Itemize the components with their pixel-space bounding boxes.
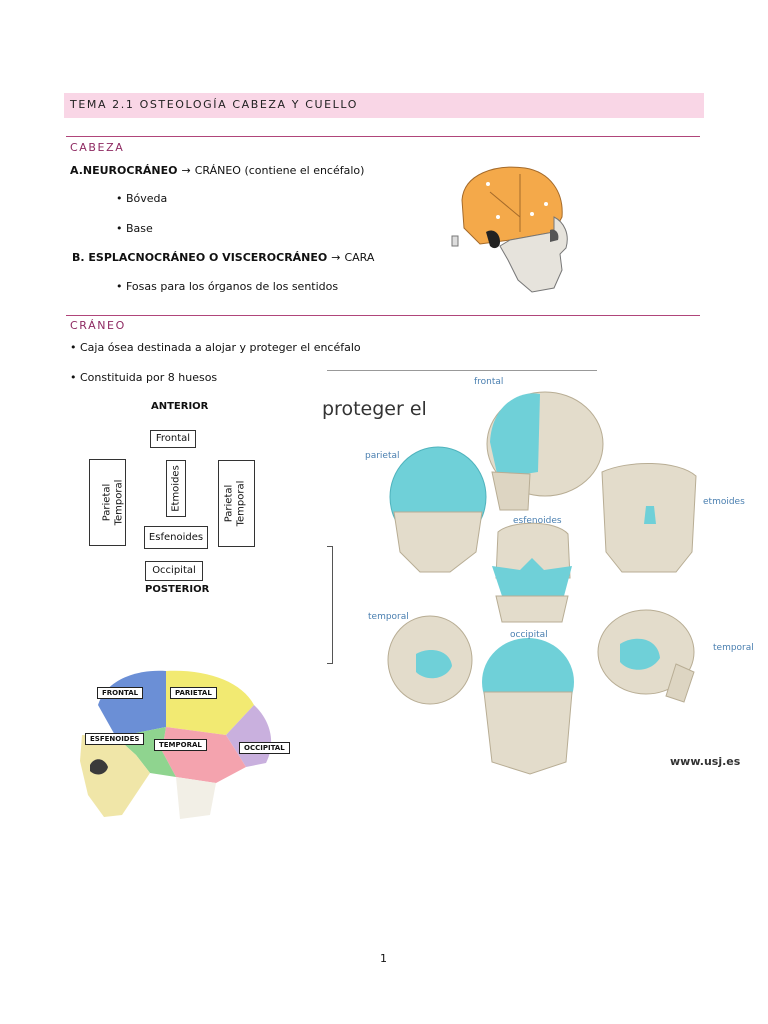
- bullet-base: • Base: [116, 222, 153, 235]
- arrow-icon: →: [331, 251, 341, 264]
- skull-label-temporal: TEMPORAL: [154, 739, 207, 751]
- skull-view-frontal: [486, 391, 604, 511]
- skull-views-collage: [387, 391, 697, 775]
- collage-label-temporal-right: temporal: [713, 643, 754, 653]
- posterior-label: POSTERIOR: [145, 584, 210, 595]
- collage-top-rule: [327, 370, 597, 371]
- collage-label-parietal: parietal: [365, 451, 400, 461]
- anterior-label: ANTERIOR: [151, 401, 209, 412]
- title-bar: [64, 93, 704, 118]
- occipital-box: Occipital: [145, 561, 203, 581]
- esplacnocraneo-desc: CARA: [344, 251, 375, 264]
- section-heading-craneo: CRÁNEO: [70, 319, 126, 332]
- etmoides-box: [166, 460, 186, 517]
- section-divider: [66, 315, 700, 316]
- arrow-icon: →: [181, 164, 191, 177]
- skull-label-parietal: PARIETAL: [170, 687, 217, 699]
- skull-view-esfenoides: [492, 522, 572, 623]
- esplacnocraneo-term: B. ESPLACNOCRÁNEO O VISCEROCRÁNEO: [72, 251, 328, 264]
- neurocraneo-line: A.NEUROCRÁNEO→CRÁNEO (contiene el encéfa…: [70, 164, 364, 177]
- skull-label-esfenoides: ESFENOIDES: [85, 733, 145, 745]
- skull-label-frontal: FRONTAL: [97, 687, 144, 699]
- bullet-caja-osea: • Caja ósea destinada a alojar y protege…: [70, 341, 361, 354]
- collage-watermark: www.usj.es: [670, 755, 741, 768]
- skull-view-occipital: [482, 638, 574, 775]
- collage-label-etmoides: etmoides: [703, 497, 745, 507]
- skull-view-temporal-right: [597, 609, 695, 703]
- frontal-box: Frontal: [150, 430, 196, 448]
- skull-lateral-illustration: [451, 166, 568, 293]
- skull-view-etmoides: [601, 462, 697, 573]
- bullet-fosas: • Fosas para los órganos de los sentidos: [116, 280, 339, 293]
- right-temporal-label: Temporal: [235, 480, 247, 527]
- collage-label-esfenoides: esfenoides: [513, 516, 562, 526]
- skull-label-occipital: OCCIPITAL: [239, 742, 290, 754]
- bullet-boveda: • Bóveda: [116, 192, 168, 205]
- section-divider: [66, 136, 700, 137]
- collage-label-occipital: occipital: [510, 630, 548, 640]
- skull-view-temporal-left: [387, 615, 473, 705]
- left-temporal-label: Temporal: [113, 479, 125, 526]
- esfenoides-box: Esfenoides: [144, 526, 208, 549]
- page-number: 1: [380, 952, 387, 965]
- page-title: TEMA 2.1 OSTEOLOGÍA CABEZA Y CUELLO: [70, 98, 359, 111]
- esplacnocraneo-line: B. ESPLACNOCRÁNEO O VISCEROCRÁNEO→CARA: [72, 251, 374, 264]
- collage-cropped-text: proteger el: [322, 398, 427, 420]
- right-parietal-temporal-box: [218, 460, 255, 547]
- etmoides-label: Etmoides: [170, 465, 182, 512]
- neurocraneo-term: A.NEUROCRÁNEO: [70, 164, 178, 177]
- collage-label-temporal-left: temporal: [368, 612, 409, 622]
- collage-bracket: [327, 546, 333, 664]
- left-parietal-temporal-box: [89, 459, 126, 546]
- bullet-8-huesos: • Constituida por 8 huesos: [70, 371, 218, 384]
- neurocraneo-desc: CRÁNEO (contiene el encéfalo): [194, 164, 365, 177]
- collage-label-frontal: frontal: [474, 377, 504, 387]
- section-heading-cabeza: CABEZA: [70, 141, 125, 154]
- skull-view-parietal: [389, 446, 487, 573]
